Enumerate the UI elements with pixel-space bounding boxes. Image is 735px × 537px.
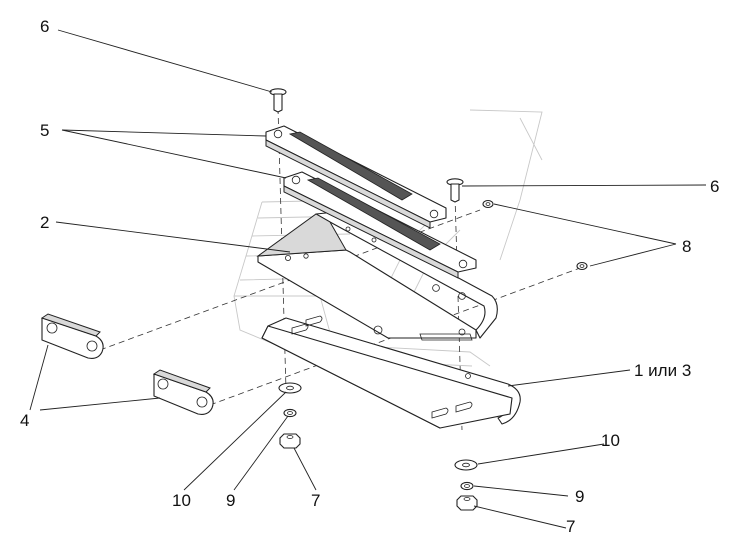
label-part-10-left: 10 bbox=[172, 491, 191, 510]
screw-top-left bbox=[269, 88, 287, 113]
label-part-8: 8 bbox=[682, 237, 691, 256]
nut-8-b bbox=[576, 261, 588, 271]
screw-top-right bbox=[446, 178, 464, 203]
link-plate-lower bbox=[152, 369, 214, 415]
leader-lines bbox=[29, 29, 707, 529]
label-part-7-right: 7 bbox=[566, 517, 575, 536]
label-part-1-or-3: 1 или 3 bbox=[634, 361, 691, 380]
upper-bracket bbox=[256, 211, 498, 341]
lower-bracket bbox=[261, 315, 521, 429]
bar-lower bbox=[283, 171, 477, 279]
link-plate-upper bbox=[40, 313, 104, 359]
bar-upper bbox=[265, 125, 447, 229]
washer-left bbox=[278, 382, 302, 394]
label-part-4: 4 bbox=[20, 411, 29, 430]
label-part-5: 5 bbox=[40, 121, 49, 140]
nut-8-a bbox=[482, 199, 494, 209]
washer-right bbox=[454, 459, 478, 471]
label-part-6-top: 6 bbox=[40, 17, 49, 36]
label-part-6-right: 6 bbox=[710, 177, 719, 196]
nut-left bbox=[279, 433, 301, 449]
label-part-9-right: 9 bbox=[575, 487, 584, 506]
label-part-2: 2 bbox=[40, 213, 49, 232]
part-labels: 6 5 2 4 10 9 7 6 8 1 или 3 10 9 7 bbox=[20, 17, 719, 536]
nut-right bbox=[456, 495, 478, 511]
label-part-9-left: 9 bbox=[226, 491, 235, 510]
lock-washer-left bbox=[283, 408, 297, 418]
label-part-10-right: 10 bbox=[601, 431, 620, 450]
label-part-7-left: 7 bbox=[311, 491, 320, 510]
lock-washer-right bbox=[460, 481, 474, 491]
